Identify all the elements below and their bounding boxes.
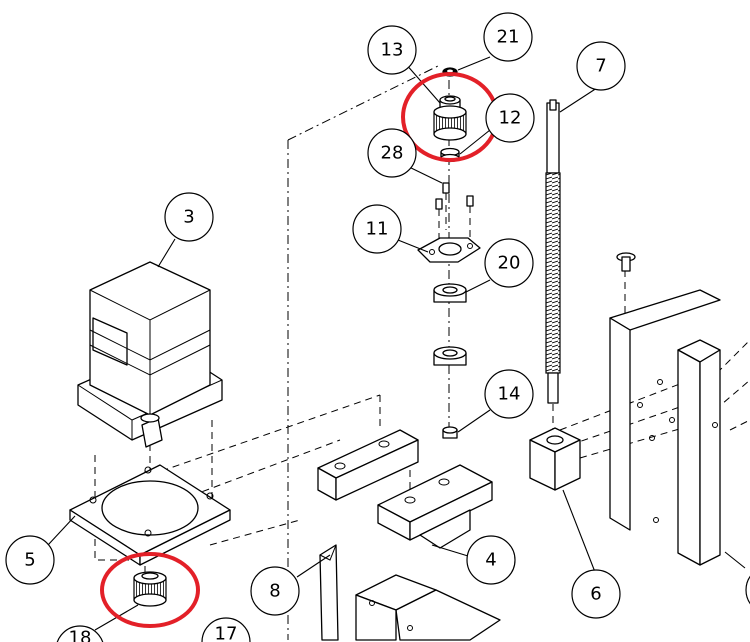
balloon-13: 13 [367, 25, 417, 75]
bearing-block-front [377, 464, 493, 549]
balloon-18: 18 [56, 625, 104, 642]
support-post [319, 544, 339, 641]
balloon-5-label: 5 [24, 550, 35, 571]
balloon-14-label: 14 [498, 384, 521, 405]
motor-mount-plate [69, 464, 231, 566]
balloon-21-label: 21 [497, 27, 520, 48]
balloon-7-label: 7 [595, 56, 606, 77]
shaft-collar [442, 426, 458, 439]
balloon-8-label: 8 [269, 581, 280, 602]
balloon-7: 7 [576, 41, 626, 91]
balloon-8: 8 [250, 566, 300, 616]
balloon-21: 21 [483, 12, 533, 62]
balloon-18-label: 18 [69, 628, 92, 642]
highlight-circle-bottom [100, 552, 200, 628]
base-carriage [355, 574, 501, 641]
balloon-17-label: 17 [215, 624, 238, 642]
bearing-upper [433, 283, 467, 303]
balloon-20: 20 [484, 238, 534, 288]
bearing-lower [433, 346, 467, 366]
balloon-partial-right [745, 575, 750, 605]
stepper-motor [77, 261, 223, 448]
balloon-6-label: 6 [590, 584, 601, 605]
motor-pulley [133, 571, 167, 607]
balloon-11-label: 11 [366, 219, 389, 240]
balloon-5: 5 [5, 535, 55, 585]
bearing-block-rear [317, 429, 419, 501]
balloon-20-label: 20 [498, 253, 521, 274]
z-axis-bracket [609, 289, 721, 566]
balloon-28: 28 [367, 128, 417, 178]
balloon-13-label: 13 [381, 40, 404, 61]
balloon-6: 6 [571, 569, 621, 619]
balloon-17: 17 [201, 617, 251, 642]
bearing-flange [417, 237, 481, 263]
balloon-4-label: 4 [485, 550, 496, 571]
balloon-12-label: 12 [499, 108, 522, 129]
top-pulley [433, 95, 467, 141]
bracket-screw [616, 252, 636, 272]
balloon-3: 3 [164, 192, 214, 242]
balloon-4: 4 [466, 535, 516, 585]
balloon-14: 14 [484, 369, 534, 419]
balloon-3-label: 3 [183, 207, 194, 228]
lead-screw-nut-block [529, 427, 581, 491]
balloon-28-label: 28 [381, 143, 404, 164]
balloon-12: 12 [485, 93, 535, 143]
lead-screw [545, 99, 561, 404]
balloon-11: 11 [352, 204, 402, 254]
mounting-screws [435, 182, 474, 248]
